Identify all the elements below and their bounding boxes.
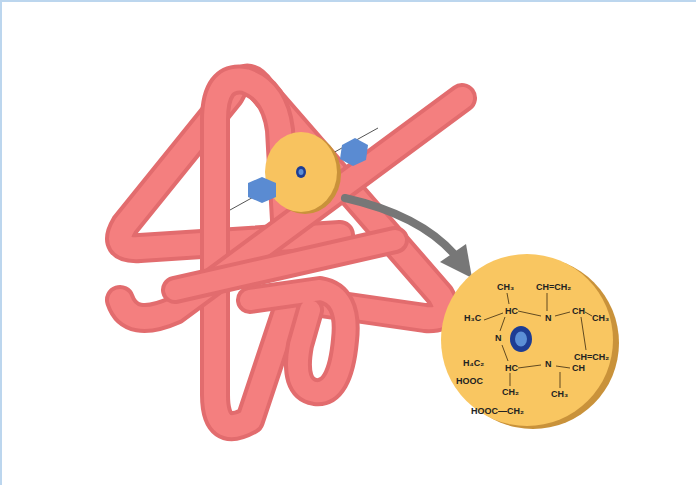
- chemical-label: HC: [505, 363, 518, 373]
- chemical-label: CH=CH₂: [536, 282, 571, 292]
- zoom-arrow: [345, 198, 472, 278]
- chemical-label: CH₃: [497, 282, 514, 292]
- heme-structure-disk: [441, 254, 619, 429]
- chemical-label: HOOC: [456, 376, 483, 386]
- chemical-label: HOOC—CH₂: [471, 406, 524, 416]
- chemical-label: CH: [572, 306, 585, 316]
- chemical-label: CH₃: [551, 389, 568, 399]
- chemical-label: CH₂: [502, 387, 519, 397]
- chemical-label: CH=CH₂: [574, 352, 609, 362]
- chemical-label: CH: [572, 363, 585, 373]
- top-border: [0, 0, 696, 2]
- chemical-label: H₃C: [464, 313, 481, 323]
- chemical-label: N: [545, 313, 552, 323]
- chemical-label: H₄C₂: [463, 358, 484, 368]
- chemical-label: N: [545, 359, 552, 369]
- left-border: [0, 0, 2, 485]
- protein-ribbon: [120, 79, 462, 427]
- chemical-label: HC: [505, 306, 518, 316]
- chemical-label: N: [495, 333, 502, 343]
- chemical-label: CH₃: [592, 313, 609, 323]
